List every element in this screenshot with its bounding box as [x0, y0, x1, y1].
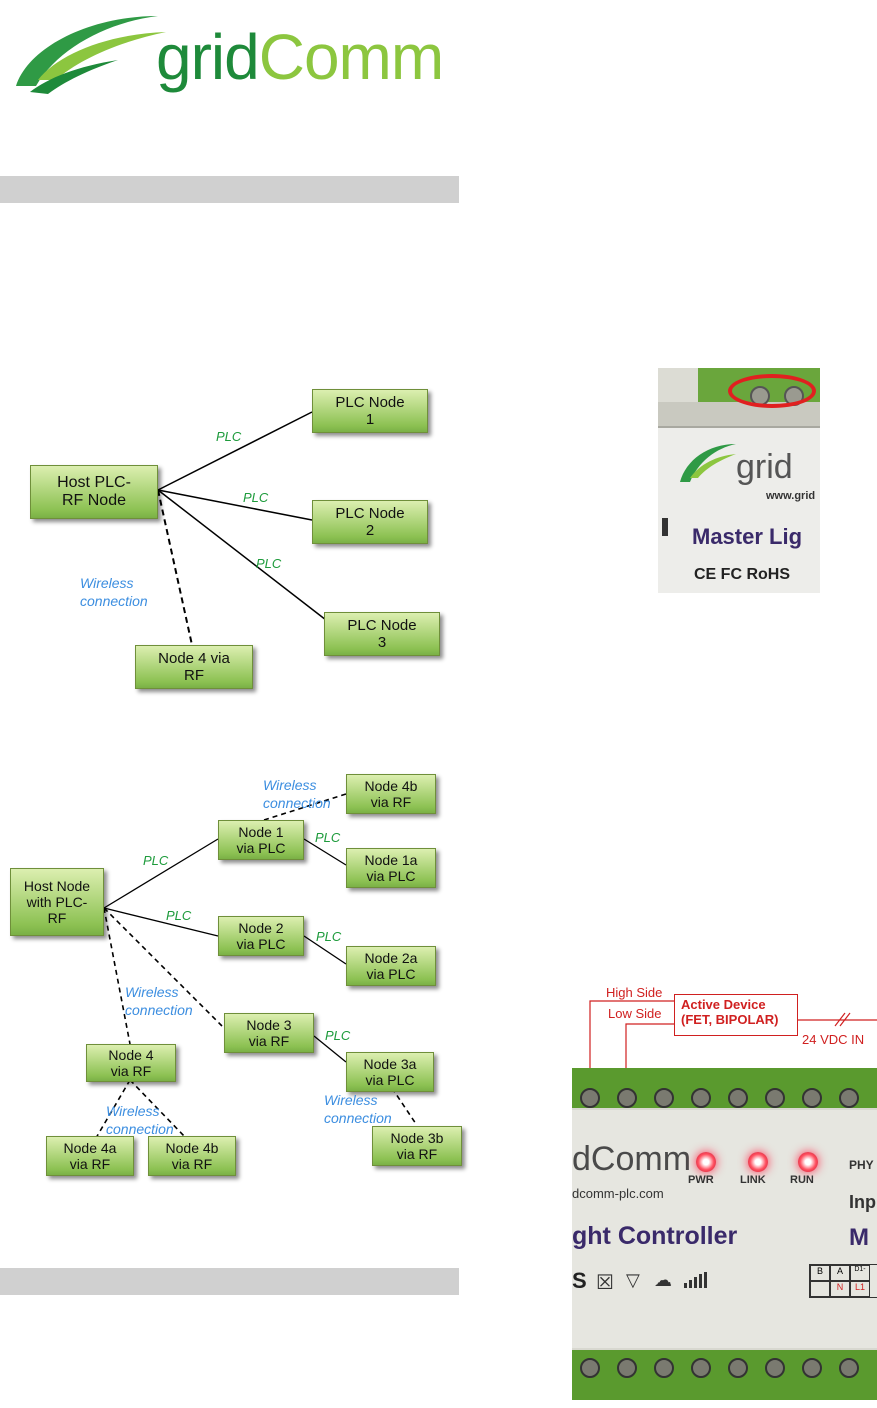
signal-bars-icon [684, 1272, 707, 1288]
wiring-annotation: High Side Low Side Active Device (FET, B… [570, 980, 877, 1070]
device-title: ght Controller [572, 1222, 738, 1250]
node-4-via-rf: Node 4 via RF [86, 1044, 176, 1082]
led-label-pwr: PWR [688, 1174, 714, 1186]
cloud-icon: ☁ [654, 1270, 672, 1290]
plc-label: PLC [243, 490, 269, 505]
swoosh-icon [16, 16, 166, 94]
high-side-label: High Side [606, 985, 663, 1000]
node-3-via-rf: Node 3 via RF [224, 1013, 314, 1053]
low-side-label: Low Side [608, 1006, 662, 1021]
wireless-label: Wireless connection [106, 1103, 174, 1138]
wiring-lines [589, 1000, 877, 1070]
plc-node-2: PLC Node 2 [312, 500, 428, 544]
plc-node-3: PLC Node 3 [324, 612, 440, 656]
active-device-label: Active Device [681, 997, 766, 1012]
plc-label: PLC [256, 556, 282, 571]
plc-label: PLC [143, 853, 169, 868]
device-url: www.grid [766, 490, 816, 502]
node-2a-via-plc: Node 2a via PLC [346, 946, 436, 986]
swoosh-icon [680, 444, 736, 482]
f-mark-icon: ▽ [626, 1270, 640, 1290]
wireless-label: Wireless connection [80, 575, 148, 610]
gridcomm-logo: gridComm [8, 8, 444, 98]
wireless-label: Wireless connection [263, 777, 331, 812]
section-header-band-top [0, 176, 459, 203]
led-run [798, 1152, 818, 1172]
led-label-link: LINK [740, 1174, 766, 1186]
plc-label: PLC [315, 830, 341, 845]
diagram2-connectors [95, 793, 417, 1139]
node-4a-via-rf: Node 4a via RF [46, 1136, 134, 1176]
symbols-leading: S [572, 1268, 587, 1293]
network-diagram-simple: Host PLC- RF Node PLC Node 1 PLC Node 2 … [0, 370, 459, 700]
right-text-inp: Inp [849, 1192, 876, 1212]
highlight-circle [728, 374, 816, 408]
weee-icon: ☒ [596, 1272, 614, 1294]
node-1a-via-plc: Node 1a via PLC [346, 848, 436, 888]
vdc-input-label: 24 VDC IN [802, 1032, 865, 1047]
plc-label: PLC [316, 929, 342, 944]
device-url: dcomm-plc.com [572, 1186, 664, 1201]
node-4b-via-rf-bottom: Node 4b via RF [148, 1136, 236, 1176]
network-diagram-multihop: Host Node with PLC- RF Node 1 via PLC No… [0, 770, 470, 1180]
node-4b-via-rf-top: Node 4b via RF [346, 774, 436, 814]
plc-label: PLC [166, 908, 192, 923]
node-4-via-rf: Node 4 via RF [135, 645, 253, 689]
diagram1-connectors [157, 411, 327, 646]
terminal-screws-top [580, 1088, 877, 1110]
wireless-label: Wireless connection [125, 984, 193, 1019]
plc-label: PLC [216, 429, 242, 444]
right-text-m: M [849, 1224, 869, 1251]
host-node-with-plc-rf: Host Node with PLC- RF [10, 868, 104, 936]
active-device-box: Active Device (FET, BIPOLAR) [674, 994, 798, 1036]
terminal-table: B A D1- N L1 [809, 1264, 877, 1298]
active-device-type: (FET, BIPOLAR) [681, 1012, 779, 1027]
logo-text-comm: Comm [258, 21, 444, 93]
led-link [748, 1152, 768, 1172]
wireless-label: Wireless connection [324, 1092, 392, 1127]
node-1-via-plc: Node 1 via PLC [218, 820, 304, 860]
node-3a-via-plc: Node 3a via PLC [346, 1052, 434, 1092]
node-3b-via-rf: Node 3b via RF [372, 1126, 462, 1166]
right-text-phy: PHY [849, 1158, 874, 1172]
device-brand: dComm [572, 1140, 692, 1178]
certification-marks: CE FC RoHS [694, 566, 790, 583]
logo-text-grid: grid [156, 21, 260, 93]
device-photo-top: grid www.grid Master Lig CE FC RoHS [658, 368, 820, 593]
plc-label: PLC [325, 1028, 351, 1043]
device-brand: grid [736, 448, 793, 486]
led-pwr [696, 1152, 716, 1172]
led-label-run: RUN [790, 1174, 814, 1186]
plc-node-1: PLC Node 1 [312, 389, 428, 433]
node-2-via-plc: Node 2 via PLC [218, 916, 304, 956]
host-plc-rf-node: Host PLC- RF Node [30, 465, 158, 519]
device-photo-controller: dComm dcomm-plc.com ght Controller PWR L… [572, 1068, 877, 1400]
terminal-screws-bottom [580, 1358, 877, 1380]
device-title: Master Lig [692, 524, 803, 549]
section-header-band-bottom [0, 1268, 459, 1295]
